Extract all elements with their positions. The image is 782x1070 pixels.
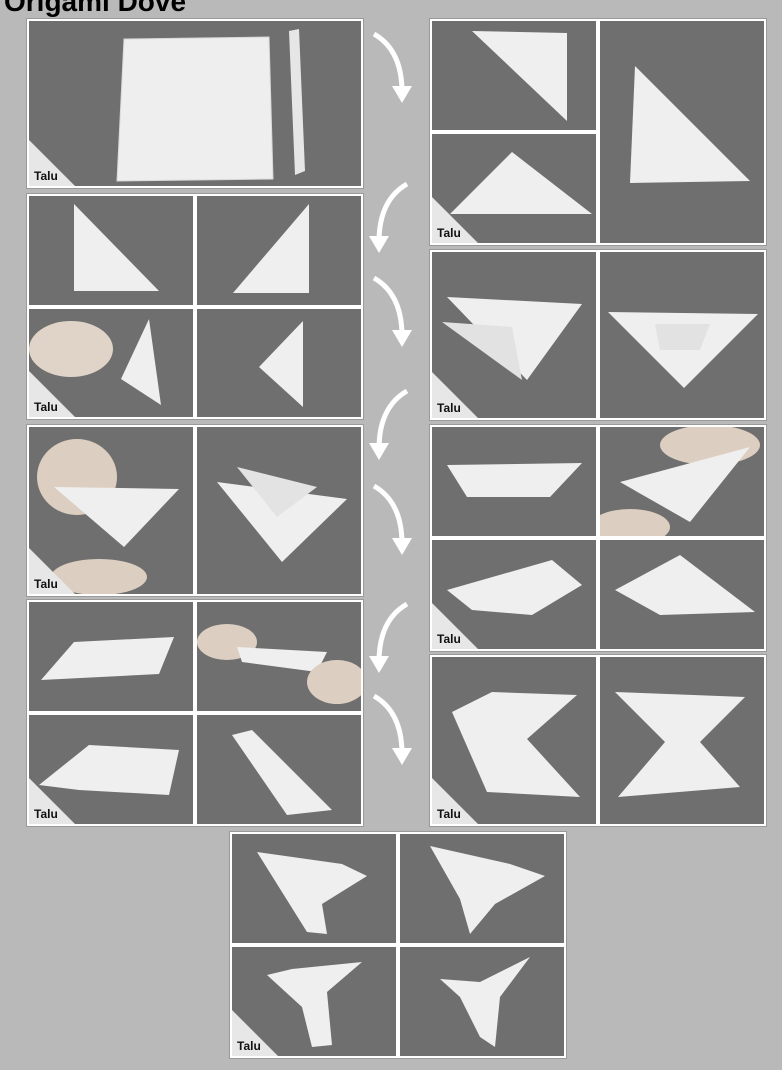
step-6-photo-b — [197, 602, 361, 711]
step-3-photo-a — [29, 196, 193, 305]
finished-dove-illustration — [400, 834, 564, 943]
brand-label: Talu — [34, 807, 58, 821]
step-3-photo-d — [197, 309, 361, 417]
brand-label: Talu — [34, 400, 58, 414]
step-arrow-right-icon — [368, 690, 416, 770]
flattened-shape-illustration — [432, 427, 596, 536]
step-7-photo-b — [600, 427, 764, 536]
final-panel: Talu — [230, 832, 566, 1058]
step-7-photo-a — [432, 427, 596, 536]
step-7-photo-d — [600, 540, 764, 649]
step-panel-6: Talu — [27, 600, 363, 826]
wing-fold-illustration — [600, 252, 764, 418]
triangle-fold-illustration — [432, 21, 596, 130]
page-title: Origami Dove — [4, 0, 304, 10]
step-2-photo-a — [432, 21, 596, 130]
step-8-photo-b — [600, 657, 764, 824]
step-panel-1: Talu — [27, 19, 363, 188]
triangle-fold-illustration — [197, 309, 361, 417]
step-panel-8: Talu — [430, 655, 766, 826]
step-2-photo-c — [600, 21, 764, 243]
brand-label: Talu — [437, 632, 461, 646]
step-6-photo-a — [29, 602, 193, 711]
step-5-photo-a: Talu — [432, 252, 596, 418]
step-arrow-left-icon — [365, 385, 413, 465]
finished-dove-illustration — [400, 947, 564, 1056]
step-5-photo-b — [600, 252, 764, 418]
step-panel-3: Talu — [27, 194, 363, 419]
final-photo-c: Talu — [232, 947, 396, 1056]
step-2-photo-b: Talu — [432, 134, 596, 243]
wing-fold-illustration — [600, 540, 764, 649]
triangle-fold-illustration — [197, 196, 361, 305]
step-panel-7: Talu — [430, 425, 766, 651]
step-panel-5: Talu — [430, 250, 766, 420]
step-arrow-right-icon — [368, 480, 416, 560]
step-8-photo-a: Talu — [432, 657, 596, 824]
step-7-photo-c: Talu — [432, 540, 596, 649]
wing-fold-illustration — [29, 602, 193, 711]
step-3-photo-b — [197, 196, 361, 305]
brand-label: Talu — [34, 169, 58, 183]
brand-label: Talu — [34, 577, 58, 591]
bird-body-illustration — [197, 715, 361, 824]
triangle-fold-illustration — [29, 196, 193, 305]
final-photo-b — [400, 834, 564, 943]
brand-label: Talu — [437, 807, 461, 821]
step-6-photo-c: Talu — [29, 715, 193, 824]
final-photo-d — [400, 947, 564, 1056]
step-arrow-left-icon — [365, 178, 413, 258]
step-4-photo-b — [197, 427, 361, 594]
step-4-photo-a: Talu — [29, 427, 193, 594]
chevron-dove-illustration — [600, 657, 764, 824]
hand-folding-illustration — [600, 427, 764, 536]
flattened-triangle-illustration — [197, 427, 361, 594]
step-6-photo-d — [197, 715, 361, 824]
paper-square-illustration — [29, 21, 361, 186]
step-panel-2: Talu — [430, 19, 766, 245]
step-arrow-right-icon — [368, 272, 416, 352]
brand-label: Talu — [437, 401, 461, 415]
final-photo-a — [232, 834, 396, 943]
large-triangle-illustration — [600, 21, 764, 243]
brand-label: Talu — [237, 1039, 261, 1053]
step-3-photo-c: Talu — [29, 309, 193, 417]
step-panel-4: Talu — [27, 425, 363, 596]
brand-label: Talu — [437, 226, 461, 240]
hand-folding-illustration — [197, 602, 361, 711]
step-arrow-left-icon — [365, 598, 413, 678]
step-1-photo: Talu — [29, 21, 361, 186]
finished-dove-illustration — [232, 834, 396, 943]
step-arrow-right-icon — [368, 28, 416, 108]
